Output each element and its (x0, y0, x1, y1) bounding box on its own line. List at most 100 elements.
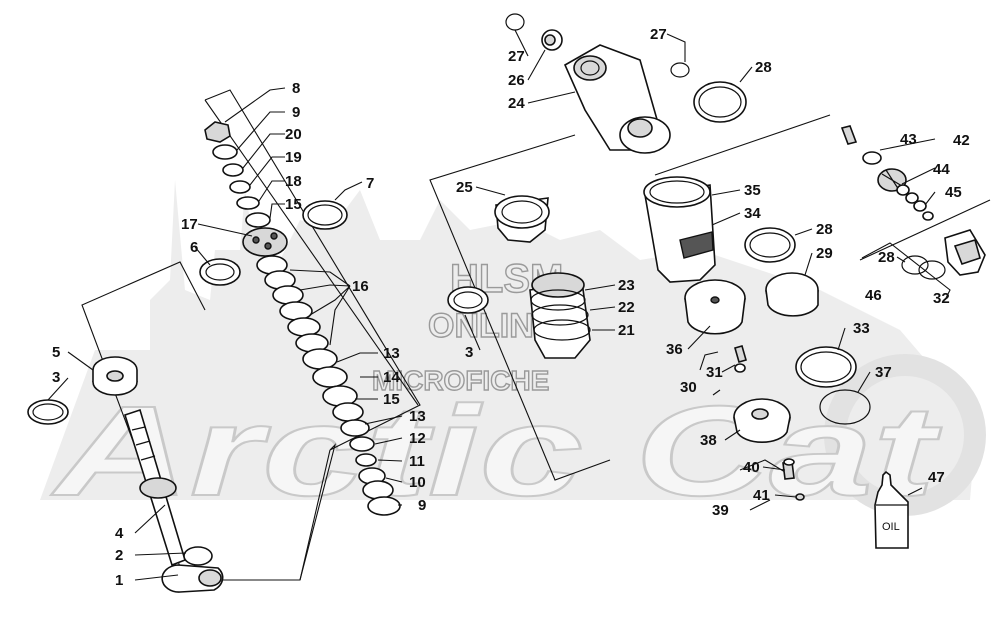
piston-ring-7 (302, 200, 348, 230)
callout-34: 34 (744, 205, 761, 222)
callout-19: 19 (285, 149, 302, 166)
callout-29: 29 (816, 245, 833, 262)
callout-40: 40 (743, 459, 760, 476)
bracket-30 (699, 351, 721, 396)
valve-cap-41 (795, 493, 805, 501)
callout-8: 8 (292, 80, 300, 97)
snap-ring-27-right (670, 62, 690, 78)
left-assembly-box-inner (204, 99, 419, 581)
callout-20: 20 (285, 126, 302, 143)
callout-45: 45 (945, 184, 962, 201)
shock-body-assembly: OIL (447, 13, 909, 549)
callout-1: 1 (115, 572, 123, 589)
callout-18: 18 (285, 173, 302, 190)
bushing-26 (541, 29, 563, 51)
adjuster-body-42 (944, 229, 986, 276)
ring-29 (765, 272, 819, 317)
o-ring-37 (819, 389, 871, 425)
left-assembly-box (81, 89, 421, 581)
watermark-brand: Arctic Cat (51, 380, 942, 523)
callout-41: 41 (753, 487, 770, 504)
callout-12: 12 (409, 430, 426, 447)
callout-10: 10 (409, 474, 426, 491)
callout-22: 22 (618, 299, 635, 316)
callout-3-center: 3 (465, 344, 473, 361)
washer-15-top (245, 212, 271, 228)
shaft-4 (124, 408, 186, 567)
callout-13-bottom: 13 (409, 408, 426, 425)
seal-6 (199, 258, 241, 286)
o-ring-44a (896, 184, 910, 196)
callout-9-top: 9 (292, 104, 300, 121)
callout-30: 30 (680, 379, 697, 396)
callout-5: 5 (52, 344, 60, 361)
shim-stack-16 (256, 255, 401, 516)
callout-4: 4 (115, 525, 124, 542)
piston-17 (242, 227, 288, 257)
ball-45 (922, 211, 934, 221)
callout-24: 24 (508, 95, 525, 112)
seal-cap-25 (494, 195, 550, 243)
callout-47: 47 (928, 469, 945, 486)
callout-2: 2 (115, 547, 123, 564)
callout-33: 33 (853, 320, 870, 337)
callout-17: 17 (181, 216, 198, 233)
seal-ring-3-center (447, 286, 489, 314)
oil-bottle-label: OIL (882, 521, 900, 533)
callout-11: 11 (409, 453, 425, 470)
piston-36 (684, 279, 746, 335)
o-ring-28-top (693, 81, 747, 123)
callout-6: 6 (190, 239, 198, 256)
washer-20 (222, 163, 244, 177)
callout-21: 21 (618, 322, 635, 339)
callout-23: 23 (618, 277, 635, 294)
o-ring-28-middle (744, 227, 796, 263)
screw-43 (840, 125, 858, 145)
reservoir-piston-38 (733, 398, 791, 443)
callout-15-top: 15 (285, 196, 302, 213)
callout-27-right: 27 (650, 26, 667, 43)
washer-19 (229, 180, 251, 194)
callout-36: 36 (666, 341, 683, 358)
bumper-5 (92, 356, 138, 396)
callout-28-middle: 28 (816, 221, 833, 238)
callouts: 1 2 3 3 4 5 6 7 8 9 9 10 11 12 13 13 14 … (52, 26, 970, 589)
washer-43 (862, 151, 882, 165)
callout-3-left: 3 (52, 369, 60, 386)
o-ring-45 (913, 200, 927, 212)
callout-42: 42 (953, 132, 970, 149)
snap-ring-27-left (505, 13, 525, 31)
callout-38: 38 (700, 432, 717, 449)
callout-37: 37 (875, 364, 892, 381)
rod-end-1 (161, 564, 224, 593)
right-adjuster-box (654, 114, 991, 261)
callout-31: 31 (706, 364, 723, 381)
callout-44: 44 (933, 161, 950, 178)
callout-7: 7 (366, 175, 374, 192)
callout-39: 39 (712, 502, 729, 519)
callout-43: 43 (900, 131, 917, 148)
callout-28-right: 28 (878, 249, 895, 266)
callout-9-bottom: 9 (418, 497, 426, 514)
center-assembly-box (429, 134, 611, 481)
washer-18 (236, 196, 260, 210)
o-ring-33 (795, 346, 857, 388)
callout-46: 46 (865, 287, 882, 304)
callout-14: 14 (383, 369, 400, 386)
o-ring-44b (905, 192, 919, 204)
o-ring-28-right-a (901, 255, 929, 275)
callout-25: 25 (456, 179, 473, 196)
bushing-2 (183, 546, 213, 566)
bolt-31 (734, 345, 747, 373)
callout-27-left: 27 (508, 48, 525, 65)
callout-16: 16 (352, 278, 369, 295)
shaft-assembly (27, 121, 401, 593)
seal-head-21-23 (529, 272, 591, 359)
shock-body-34 (643, 176, 716, 283)
body-eyelet-24 (563, 44, 671, 154)
nut-8 (204, 121, 231, 143)
oil-bottle-47: OIL (874, 470, 909, 549)
callout-28-top: 28 (755, 59, 772, 76)
leader-lines (47, 29, 936, 581)
